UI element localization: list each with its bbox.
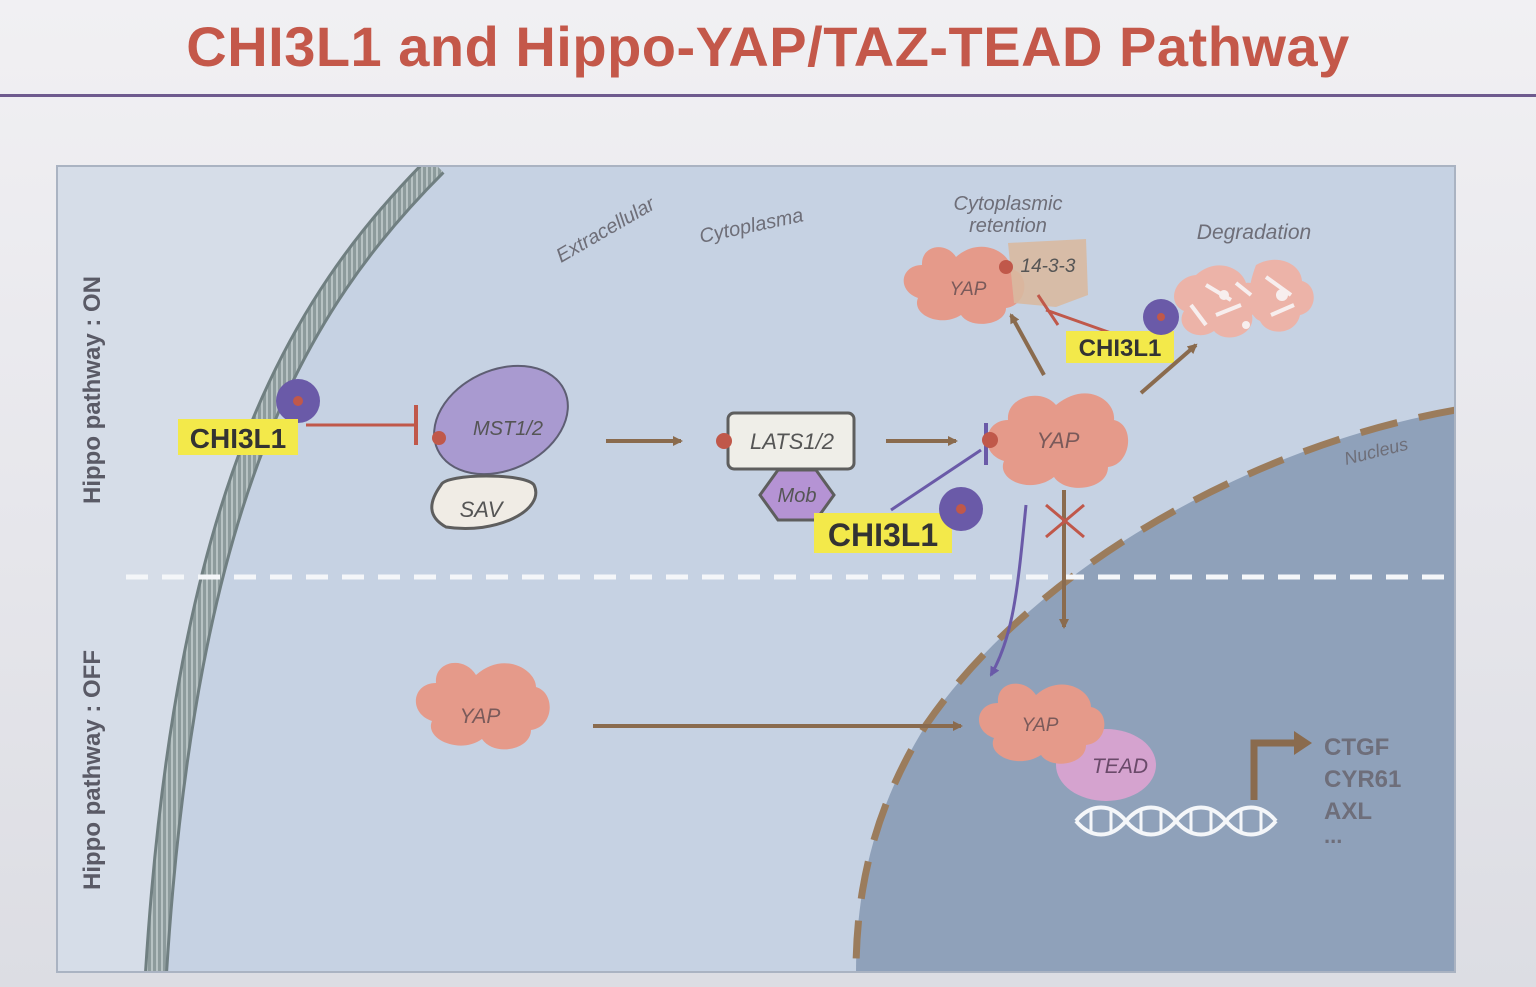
degradation-label: Degradation — [1197, 221, 1311, 244]
side-label-strip — [56, 165, 126, 973]
chi3l1-inhibits-lats — [890, 448, 982, 512]
chi3l1-promotes-nuclear-yap — [989, 504, 1028, 677]
target-gene-3: AXL — [1324, 798, 1372, 825]
yap-nuclear-label: YAP — [1022, 715, 1059, 736]
yap-node-nuclear — [978, 683, 1105, 764]
tead-label: TEAD — [1092, 755, 1148, 778]
target-gene-2: CYR61 — [1324, 766, 1401, 793]
chi3l1-middle-label: CHI3L1 — [828, 517, 938, 553]
yap-off-label: YAP — [460, 705, 501, 728]
chi3l1-highlight-left — [178, 419, 298, 455]
pathway-figure: Hippo pathway : ON Hippo pathway : OFF E… — [56, 165, 1456, 973]
chi3l1-inhibits-1433 — [1045, 308, 1112, 335]
figure-frame — [56, 165, 1456, 973]
yap-node-off — [415, 662, 550, 750]
yap-retained-label: YAP — [950, 279, 987, 300]
block-cross-b — [1045, 503, 1085, 539]
title-divider — [0, 94, 1536, 97]
chi3l1-right-label: CHI3L1 — [1079, 335, 1162, 362]
degraded-yap-fragments — [1174, 259, 1314, 338]
mob-label: Mob — [778, 485, 817, 507]
yap-node-center — [987, 393, 1129, 488]
mst-node — [433, 364, 569, 476]
p1433-node — [1008, 239, 1088, 307]
chi3l1-highlight-right — [1066, 331, 1174, 363]
lats-label: LATS1/2 — [750, 429, 834, 454]
transcription-arrow — [1250, 739, 1296, 800]
chi3l1-left-label: CHI3L1 — [190, 423, 286, 454]
nuclear-envelope — [852, 406, 1456, 973]
yap-node-retained — [903, 246, 1025, 324]
extracellular-region — [126, 165, 436, 973]
nucleus-region — [856, 410, 1456, 973]
p1433-label: 14-3-3 — [1021, 256, 1076, 277]
retention-label-line1: Cytoplasmic — [954, 193, 1063, 215]
sav-label: SAV — [460, 497, 505, 522]
target-gene-1: CTGF — [1324, 734, 1389, 761]
chi3l1-highlight-middle — [814, 513, 952, 553]
hippo-on-label: Hippo pathway : ON — [79, 276, 106, 504]
sav-node — [430, 474, 538, 530]
arrow-yap-degradation — [1139, 343, 1198, 395]
arrow-yap-retention — [1009, 313, 1046, 376]
retention-label-line2: retention — [969, 215, 1047, 237]
slide-title: CHI3L1 and Hippo-YAP/TAZ-TEAD Pathway — [186, 15, 1350, 78]
mst-label: MST1/2 — [473, 418, 543, 440]
dna-helix — [1074, 805, 1278, 837]
hippo-off-label: Hippo pathway : OFF — [79, 650, 106, 890]
target-gene-more: ... — [1324, 823, 1342, 848]
yap-center-label: YAP — [1037, 428, 1080, 453]
